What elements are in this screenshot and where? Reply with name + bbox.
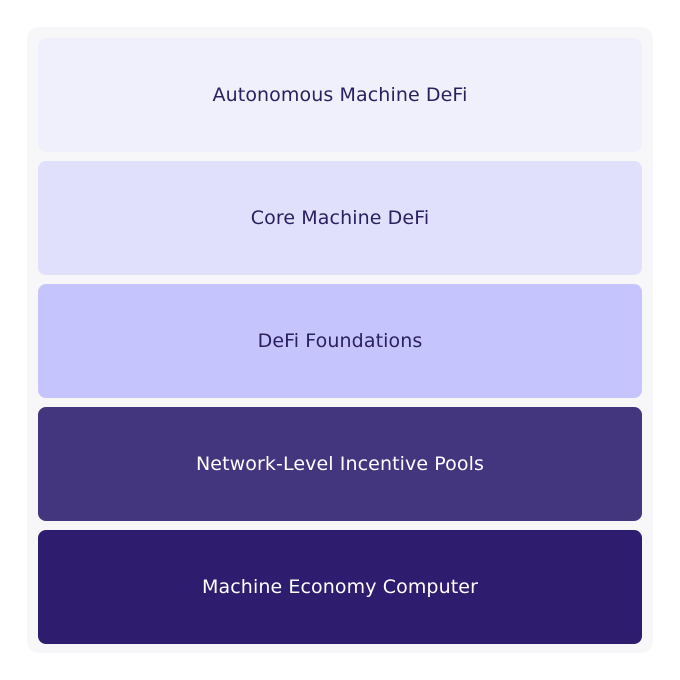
layer-network-level-incentive-pools: Network-Level Incentive Pools	[38, 407, 642, 521]
layer-stack: Autonomous Machine DeFi Core Machine DeF…	[38, 38, 642, 644]
layer-machine-economy-computer: Machine Economy Computer	[38, 530, 642, 644]
layer-defi-foundations: DeFi Foundations	[38, 284, 642, 398]
layer-core-machine-defi: Core Machine DeFi	[38, 161, 642, 275]
layer-autonomous-machine-defi: Autonomous Machine DeFi	[38, 38, 642, 152]
layer-label: Core Machine DeFi	[250, 207, 430, 229]
layer-label: Network-Level Incentive Pools	[195, 453, 484, 475]
layer-label: Autonomous Machine DeFi	[212, 84, 468, 106]
layer-label: DeFi Foundations	[257, 330, 423, 352]
layer-label: Machine Economy Computer	[202, 576, 478, 598]
